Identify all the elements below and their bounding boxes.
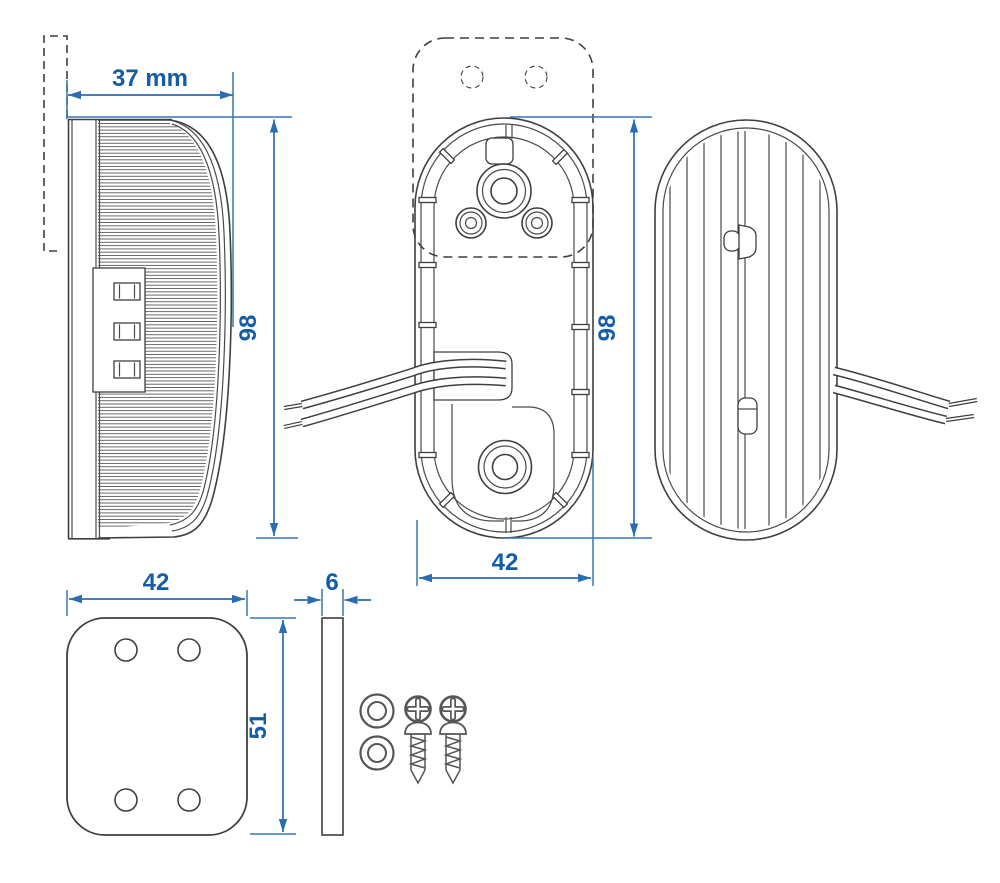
mounting-pin: [723, 224, 757, 260]
screw-head-top: [439, 695, 467, 723]
top-notch: [485, 125, 514, 165]
dim-plate-width: 42: [66, 569, 248, 616]
plate-dashed-outline: [412, 37, 594, 258]
dim-plate-thickness: 6: [294, 569, 371, 616]
dim-back-height: 98: [503, 116, 652, 539]
plate-hole: [177, 638, 201, 662]
side-view: [43, 35, 233, 540]
front-view: [654, 119, 978, 541]
lens-outline: [97, 119, 233, 539]
side-width-label: 37 mm: [112, 65, 188, 92]
plate-hole: [114, 788, 138, 812]
plate-hole: [177, 788, 201, 812]
plate-width-label: 42: [143, 569, 170, 596]
plate-hole: [114, 638, 138, 662]
connector-block: [92, 267, 146, 393]
housing-outline: [414, 117, 594, 539]
mounting-plate-side-view: [321, 617, 344, 836]
back-view: [283, 37, 594, 539]
plate-hole-dashed: [524, 65, 548, 89]
plate-height-label: 51: [245, 713, 272, 740]
side-height-label: 98: [235, 315, 262, 342]
back-width-label: 42: [492, 549, 519, 576]
center-clip: [737, 397, 758, 435]
clip-slots: [418, 147, 590, 509]
wires-right: [832, 366, 978, 425]
screw-head-top: [404, 695, 432, 723]
dim-side-height: 98: [68, 116, 298, 539]
dim-side-width: 37 mm: [66, 65, 234, 327]
lower-boss: [451, 404, 555, 533]
terminal: [113, 322, 141, 341]
lens-ribs-hatch: [98, 123, 218, 529]
dim-plate-height: 51: [245, 617, 296, 835]
wall-dashed-outline: [43, 35, 68, 252]
dim-back-width: 42: [416, 458, 594, 586]
terminal: [113, 282, 141, 301]
plate-hole-dashed: [460, 65, 484, 89]
terminal: [113, 360, 141, 379]
wires-left: [283, 358, 507, 430]
washers: [359, 693, 395, 771]
plate-thickness-label: 6: [325, 569, 338, 596]
back-height-label: 98: [594, 315, 621, 342]
mounting-plate-front-view: [66, 617, 248, 836]
bulb-holder: [455, 163, 553, 239]
lens-front-ribs: [669, 131, 821, 529]
screw: [439, 721, 467, 785]
lens-front-outline: [654, 119, 838, 541]
hardware: [359, 693, 467, 785]
screw: [404, 721, 432, 785]
